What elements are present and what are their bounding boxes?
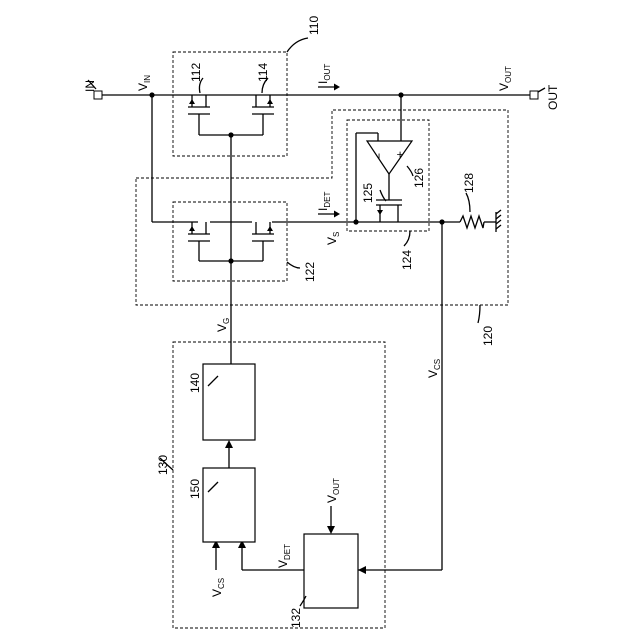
label-vcs-wire: VCS — [426, 359, 442, 378]
block-150 — [203, 468, 255, 542]
t122b-arrow-icon — [267, 226, 273, 231]
label-132: 132 — [289, 608, 303, 628]
idet-arrow-icon — [334, 211, 340, 218]
block-120-outline — [136, 110, 508, 305]
vout-node — [398, 92, 403, 97]
label-110: 110 — [307, 16, 321, 35]
t112-arrow-icon — [189, 99, 195, 104]
t114-arrow-icon — [267, 99, 273, 104]
wires — [100, 84, 532, 575]
vin-node — [149, 92, 154, 97]
iout-arrow-icon — [334, 84, 340, 91]
label-130: 130 — [156, 455, 170, 475]
block-140 — [203, 364, 255, 440]
label-vg: VG — [215, 318, 231, 332]
label-140: 140 — [188, 373, 202, 393]
label-120: 120 — [481, 326, 495, 346]
label-124: 124 — [400, 250, 414, 270]
label-150: 150 — [188, 479, 202, 499]
label-122: 122 — [303, 262, 317, 282]
label-112: 112 — [189, 63, 203, 82]
label-126: 126 — [412, 168, 426, 188]
out-terminal — [530, 91, 538, 99]
arrow-down-vout-icon — [327, 526, 335, 534]
transistor-block-122 — [173, 202, 300, 281]
ground-hatch-1 — [496, 210, 501, 214]
out-leader — [538, 88, 545, 92]
block-132 — [304, 534, 358, 608]
label-114: 114 — [256, 63, 270, 82]
label-out: OUT — [546, 84, 560, 110]
label-idet: IDET — [316, 192, 332, 211]
leader-120 — [478, 305, 480, 323]
label-128: 128 — [462, 173, 476, 193]
label-iout: IOUT — [316, 64, 332, 84]
vcs-node — [439, 219, 444, 224]
leader-128 — [466, 193, 470, 212]
ground-hatch-4 — [496, 225, 501, 229]
ground-hatch-3 — [496, 220, 501, 224]
label-vs: VS — [325, 232, 341, 245]
opamp-minus-sign: − — [372, 153, 386, 160]
arrow-up-140-icon — [225, 440, 233, 448]
leader-110 — [287, 38, 308, 52]
ground-hatch-2 — [496, 215, 501, 219]
label-vcs-in: VCS — [210, 578, 226, 597]
opamp-plus-sign: + — [393, 151, 407, 158]
label-125: 125 — [361, 183, 375, 203]
label-vout-top: VOUT — [497, 66, 513, 91]
label-in: IN — [83, 80, 97, 92]
vs-node — [353, 219, 358, 224]
label-vout-in: VOUT — [325, 478, 341, 503]
detection-circuit-120 — [136, 110, 508, 323]
label-vin: VIN — [136, 75, 152, 91]
arrow-125-icon — [377, 210, 383, 215]
transistor-block-110 — [173, 38, 308, 156]
leader-122 — [287, 262, 300, 268]
resistor-128-icon — [460, 216, 484, 228]
label-vdet: VDET — [276, 544, 292, 568]
t122a-arrow-icon — [189, 226, 195, 231]
leader-124 — [404, 231, 410, 246]
arrow-left-vcs-icon — [358, 566, 366, 574]
